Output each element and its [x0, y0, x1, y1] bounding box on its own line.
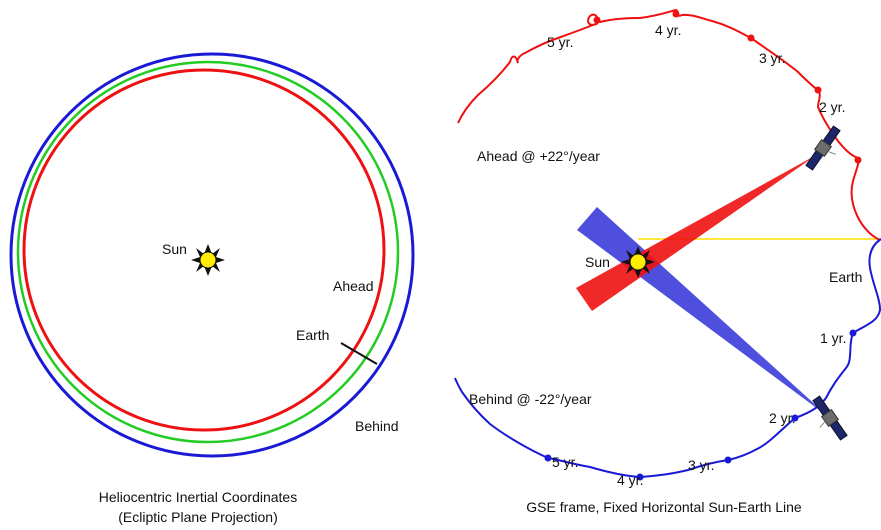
behind-trajectory [454, 238, 881, 479]
ahead-label: Ahead [333, 278, 373, 294]
behind-year-label: 2 yr. [769, 410, 795, 426]
behind-year-label: 5 yr. [552, 454, 578, 470]
sun-icon [191, 244, 225, 276]
ahead-year-label: 2 yr. [819, 99, 845, 115]
gse-panel: Sun Earth Ahead @ +22°/year Behind @ -22… [454, 8, 881, 515]
gse-caption: GSE frame, Fixed Horizontal Sun-Earth Li… [526, 499, 802, 515]
behind-rate-label: Behind @ -22°/year [469, 391, 592, 407]
behind-year-label: 3 yr. [688, 457, 714, 473]
ahead-year-markers [593, 10, 862, 164]
ahead-year-label: 3 yr. [759, 50, 785, 66]
behind-year-label: 1 yr. [820, 330, 846, 346]
left-caption-line1: Heliocentric Inertial Coordinates [99, 489, 297, 505]
earth-label: Earth [296, 327, 329, 343]
earth-orbit [16, 60, 400, 444]
sun-icon [621, 246, 655, 278]
gse-earth-label: Earth [829, 269, 862, 285]
ahead-orbit [22, 68, 386, 432]
spacecraft-icon [812, 395, 848, 441]
gse-sun-label: Sun [585, 254, 610, 270]
behind-year-markers [544, 329, 857, 481]
heliocentric-panel: Sun Ahead Earth Behind Heliocentric Iner… [9, 52, 415, 525]
left-caption-line2: (Ecliptic Plane Projection) [118, 509, 278, 525]
behind-year-label: 4 yr. [617, 472, 643, 488]
behind-orbit [9, 52, 415, 458]
behind-label: Behind [355, 418, 399, 434]
ahead-rate-label: Ahead @ +22°/year [477, 148, 600, 164]
sun-label: Sun [162, 241, 187, 257]
spacecraft-icon [805, 125, 841, 171]
ahead-year-label: 5 yr. [547, 34, 573, 50]
earth-pointer-line [340, 342, 378, 365]
ahead-year-label: 4 yr. [655, 22, 681, 38]
ahead-trajectory [457, 8, 881, 241]
